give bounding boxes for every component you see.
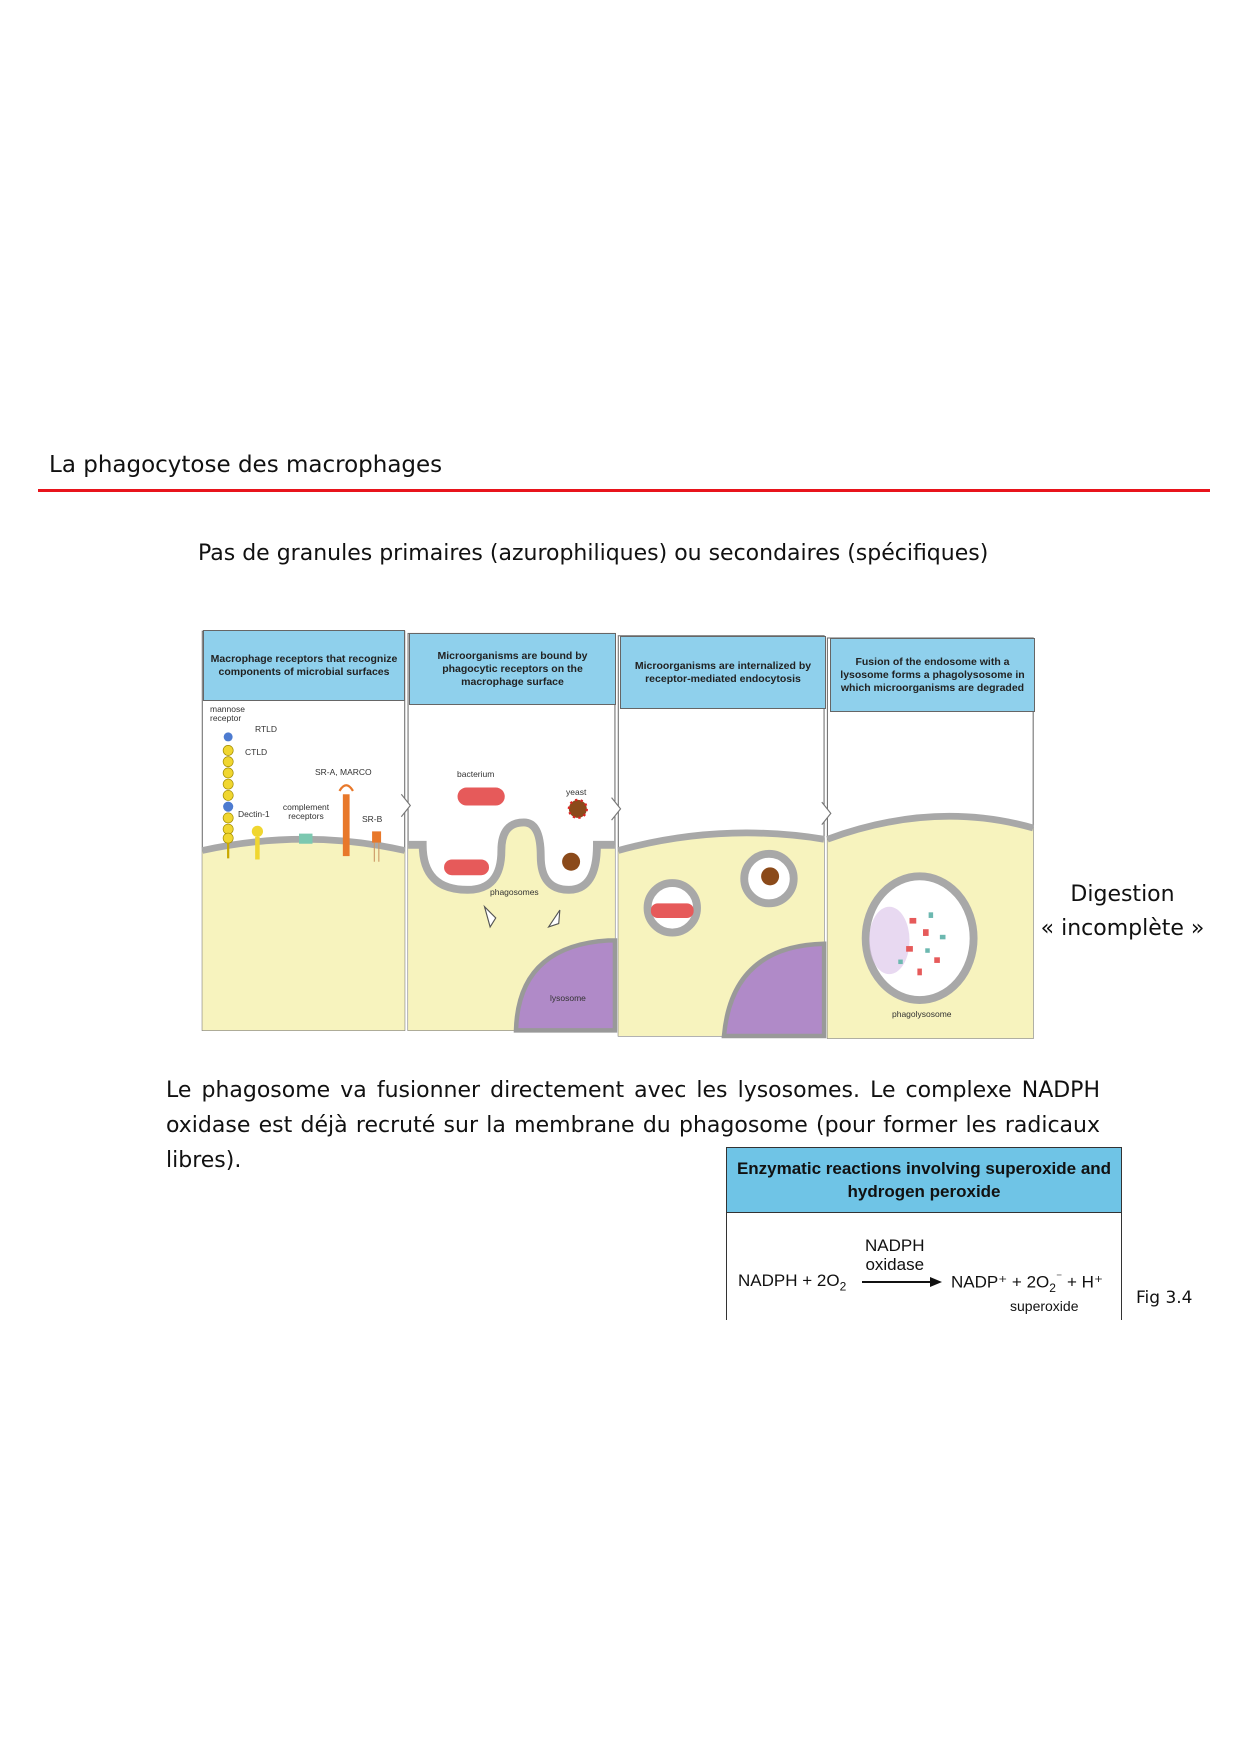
panel-4-caption: Fusion of the endosome with a lysosome f… <box>830 638 1035 712</box>
label-lysosome: lysosome <box>550 993 586 1003</box>
label-yeast: yeast <box>566 787 587 797</box>
bacterium <box>457 787 505 806</box>
label-sr-b: SR-B <box>362 814 383 824</box>
arrow-icon <box>483 904 497 929</box>
side-note-line2: « incomplète » <box>1040 916 1205 941</box>
label-dectin-1: Dectin-1 <box>238 809 270 819</box>
lysosome <box>721 941 827 1039</box>
side-note: Digestion « incomplète » <box>1030 878 1215 946</box>
side-note-line1: Digestion <box>1070 882 1175 907</box>
chevron-right-icon <box>821 801 832 825</box>
complement-receptor <box>299 833 313 844</box>
reaction-box: Enzymatic reactions involving superoxide… <box>726 1147 1122 1320</box>
reaction-arrow-icon <box>862 1277 942 1287</box>
chevron-right-icon <box>611 797 622 821</box>
step-arrows <box>400 793 832 825</box>
dectin-1-receptor <box>251 825 264 860</box>
superoxide-label: superoxide <box>1010 1298 1079 1314</box>
label-phagolysosome: phagolysosome <box>892 1009 952 1019</box>
panel-1-caption: Macrophage receptors that recognize comp… <box>203 630 405 701</box>
sr-a-receptor <box>338 784 354 857</box>
label-sr-a-marco: SR-A, MARCO <box>315 767 372 777</box>
panel-3-caption: Microorganisms are internalized by recep… <box>620 636 826 709</box>
label-mannose-receptor: mannose receptor <box>210 704 245 723</box>
label-complement-receptors: complement receptors <box>282 802 330 821</box>
figure-reference: Fig 3.4 <box>1136 1288 1193 1308</box>
label-rtld: RTLD <box>255 724 278 734</box>
yeast <box>567 798 588 820</box>
chevron-right-icon <box>400 793 412 818</box>
mannose-receptor <box>222 732 234 859</box>
title-underline <box>38 489 1210 492</box>
label-ctld: CTLD <box>245 747 268 757</box>
body-paragraph: Le phagosome va fusionner directement av… <box>166 1078 1100 1173</box>
label-phagosomes: phagosomes <box>490 887 539 897</box>
sr-b-receptor <box>372 831 382 862</box>
page-title: La phagocytose des macrophages <box>49 452 443 478</box>
arrow-icon <box>547 909 561 928</box>
label-bacterium: bacterium <box>457 769 495 779</box>
subtitle: Pas de granules primaires (azurophilique… <box>198 541 989 566</box>
reactants: NADPH + 2O2 <box>738 1271 847 1294</box>
panel-2-caption: Microorganisms are bound by phagocytic r… <box>409 633 616 705</box>
reaction-box-title: Enzymatic reactions involving superoxide… <box>727 1148 1121 1213</box>
products: NADP⁺ + 2O2⁻ + H⁺ <box>951 1270 1103 1296</box>
lysosome <box>513 938 618 1033</box>
